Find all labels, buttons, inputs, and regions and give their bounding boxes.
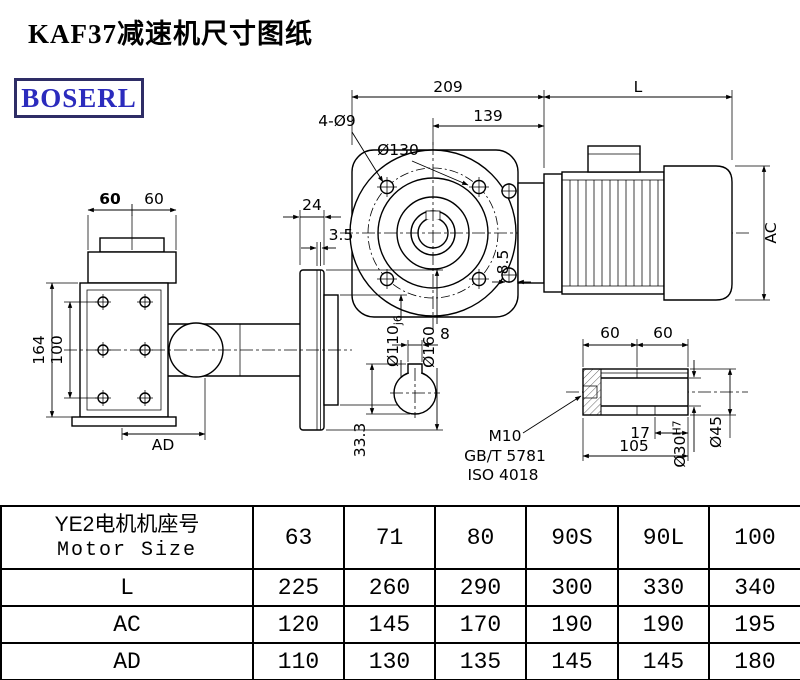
housing-plug-screws bbox=[501, 183, 517, 283]
dim-L: L bbox=[634, 78, 643, 96]
motor-flange bbox=[543, 173, 563, 293]
dim-d45: Ø45 bbox=[707, 416, 725, 448]
dimensions-top: 209 L 139 4-Ø9 Ø130 8.5 AC bbox=[318, 78, 780, 301]
shaft-end-view: 60 60 17 105 Ø30H7 Ø45 M10 GB/T 5781 ISO… bbox=[464, 324, 748, 484]
flange-bolt-holes bbox=[377, 177, 489, 289]
dimensions-left: 60 60 24 3.5 164 100 AD Ø110j6 bbox=[30, 190, 443, 454]
table-cell: 290 bbox=[434, 568, 527, 607]
dim-60-shaft-a: 60 bbox=[600, 324, 620, 342]
section-keyway bbox=[407, 363, 423, 374]
table-row-AC: AC 120 145 170 190 190 195 bbox=[0, 605, 800, 644]
table-cell: 330 bbox=[617, 568, 710, 607]
table-cell: 145 bbox=[525, 642, 619, 680]
section-hatch bbox=[582, 368, 602, 416]
housing-foot bbox=[71, 416, 177, 427]
dim-AD: AD bbox=[152, 436, 175, 454]
housing-top bbox=[87, 251, 177, 284]
motor-body bbox=[561, 171, 665, 295]
dim-139: 139 bbox=[473, 107, 503, 125]
dim-d110j6: Ø110j6 bbox=[384, 315, 405, 367]
dim-d30H7: Ø30H7 bbox=[671, 420, 690, 467]
table-cell: 90L bbox=[617, 505, 710, 570]
table-row-L: L 225 260 290 300 330 340 bbox=[0, 568, 800, 607]
dim-105: 105 bbox=[619, 437, 649, 455]
label-iso-standard: ISO 4018 bbox=[468, 466, 539, 484]
table-cell: 100 bbox=[708, 505, 800, 570]
table-cell: 145 bbox=[343, 605, 436, 644]
table-cell: 225 bbox=[252, 568, 345, 607]
table-cell: 190 bbox=[525, 605, 619, 644]
page-title: KAF37减速机尺寸图纸 bbox=[28, 19, 313, 49]
table-cell: 195 bbox=[708, 605, 800, 644]
row-label-AC: AC bbox=[0, 605, 254, 644]
motor-fins bbox=[569, 180, 659, 286]
table-row-header: YE2电机机座号 Motor Size 63 71 80 90S 90L 100 bbox=[0, 505, 800, 570]
dim-60-left-a: 60 bbox=[99, 190, 121, 208]
row-label-AD: AD bbox=[0, 642, 254, 680]
row-label-L: L bbox=[0, 568, 254, 607]
dim-164: 164 bbox=[30, 335, 48, 365]
adapter-housing bbox=[517, 182, 545, 284]
terminal-box bbox=[587, 145, 641, 173]
table-cell: 190 bbox=[617, 605, 710, 644]
table-row-AD: AD 110 130 135 145 145 180 bbox=[0, 642, 800, 680]
table-header-motor-size: YE2电机机座号 Motor Size bbox=[0, 505, 254, 570]
dim-33-3: 33.3 bbox=[351, 423, 369, 458]
table-cell: 135 bbox=[434, 642, 527, 680]
dim-d130: Ø130 bbox=[377, 141, 419, 159]
table-cell: 80 bbox=[434, 505, 527, 570]
dim-24: 24 bbox=[302, 196, 322, 214]
table-cell: 71 bbox=[343, 505, 436, 570]
table-cell: 110 bbox=[252, 642, 345, 680]
label-M10: M10 bbox=[488, 427, 521, 445]
table-cell: 300 bbox=[525, 568, 619, 607]
table-cell: 63 bbox=[252, 505, 345, 570]
dim-8-5: 8.5 bbox=[494, 250, 512, 275]
dim-17: 17 bbox=[630, 424, 650, 442]
output-side-view bbox=[64, 237, 352, 431]
dim-4xd9: 4-Ø9 bbox=[318, 112, 356, 130]
dim-AC: AC bbox=[762, 222, 780, 243]
table-cell: 120 bbox=[252, 605, 345, 644]
motor-size-table: YE2电机机座号 Motor Size 63 71 80 90S 90L 100… bbox=[0, 505, 800, 680]
table-cell: 340 bbox=[708, 568, 800, 607]
table-cell: 180 bbox=[708, 642, 800, 680]
brand-logo: BOSERL bbox=[14, 78, 144, 118]
shaft-section-view: 8 33.3 bbox=[351, 325, 450, 457]
dim-100: 100 bbox=[48, 335, 66, 365]
table-cell: 145 bbox=[617, 642, 710, 680]
motor-side-view bbox=[517, 145, 733, 301]
dim-d160: Ø160 bbox=[420, 326, 438, 368]
table-cell: 170 bbox=[434, 605, 527, 644]
dim-60-left-b: 60 bbox=[144, 190, 164, 208]
technical-drawing: 209 L 139 4-Ø9 Ø130 8.5 AC bbox=[30, 78, 780, 484]
table-cell: 130 bbox=[343, 642, 436, 680]
header-cn: YE2电机机座号 bbox=[54, 513, 200, 537]
fan-cowl bbox=[663, 165, 733, 301]
label-gb-standard: GB/T 5781 bbox=[464, 447, 546, 465]
thread-hole bbox=[583, 385, 598, 399]
table-cell: 90S bbox=[525, 505, 619, 570]
header-en: Motor Size bbox=[56, 538, 198, 562]
dim-60-shaft-b: 60 bbox=[653, 324, 673, 342]
dim-209: 209 bbox=[433, 78, 463, 96]
dim-8: 8 bbox=[440, 325, 450, 343]
table-cell: 260 bbox=[343, 568, 436, 607]
dim-3-5: 3.5 bbox=[329, 226, 354, 244]
